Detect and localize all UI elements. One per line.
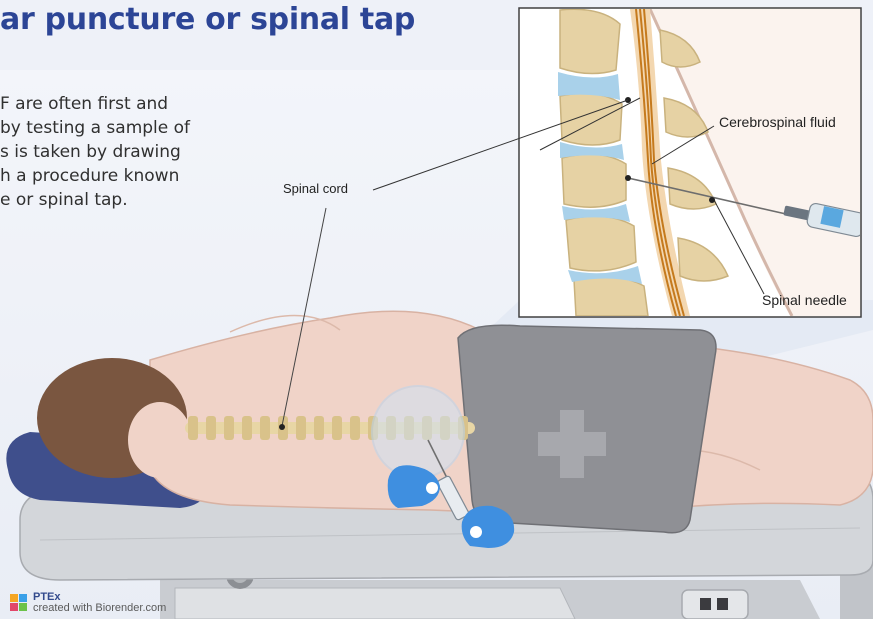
gauze-swab [426,482,438,494]
gauze-swab [470,526,482,538]
label-cerebrospinal-fluid: Cerebrospinal fluid [719,114,836,130]
sterile-drape [458,325,716,533]
control-button [700,598,711,610]
label-spinal-needle: Spinal needle [762,292,847,308]
footer: PTEx created with Biorender.com [10,592,166,614]
puncture-site-glow [372,386,464,478]
label-spinal-cord: Spinal cord [283,181,348,196]
ptex-logo-icon [10,592,27,614]
control-button [717,598,728,610]
footer-credit: created with Biorender.com [33,603,166,614]
spine-inset-panel [373,8,866,317]
